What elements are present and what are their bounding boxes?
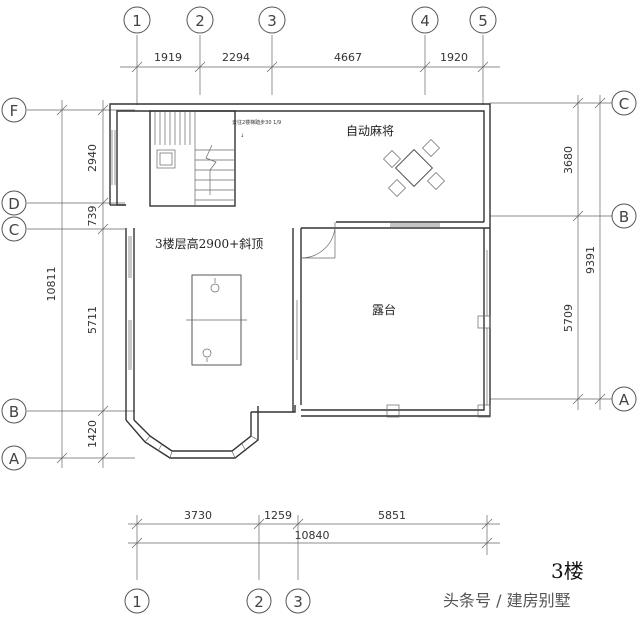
room-label-main: 3楼层高2900+斜顶 [155, 236, 263, 251]
dim-right-1: 3680 [562, 146, 575, 174]
axis-top-3: 3 [267, 12, 277, 30]
dim-bottom-2: 1259 [264, 509, 292, 522]
top-axis-grid: 1 2 3 4 5 [123, 6, 497, 105]
dim-top-3: 4667 [334, 51, 362, 64]
axis-left-C: C [9, 221, 19, 239]
ping-pong-table [186, 274, 247, 366]
staircase: 去往2楼梯踏步30 1/9 ↓ [149, 110, 281, 207]
axis-left-F: F [10, 102, 19, 120]
axis-top-2: 2 [195, 12, 205, 30]
dim-bottom-1: 3730 [184, 509, 212, 522]
dim-bottom-total: 10840 [295, 529, 330, 542]
left-axis-grid: F D C B A 10811 2940 739 5711 1420 [1, 97, 135, 471]
dim-top-1: 1919 [154, 51, 182, 64]
axis-left-B: B [9, 403, 19, 421]
stair-note: 去往2楼梯踏步30 1/9 [232, 119, 281, 126]
mahjong-table [383, 139, 445, 197]
dim-right-total: 9391 [584, 246, 597, 274]
dim-left-2: 739 [86, 206, 99, 227]
axis-right-C: C [619, 95, 629, 113]
axis-left-A: A [9, 450, 20, 468]
dim-right-2: 5709 [562, 304, 575, 332]
dim-left-4: 1420 [86, 420, 99, 448]
axis-bottom-2: 2 [254, 593, 264, 611]
axis-top-1: 1 [132, 12, 142, 30]
watermark: 头条号 / 建房别墅 [443, 591, 571, 610]
axis-right-A: A [619, 391, 630, 409]
dim-top-2: 2294 [222, 51, 250, 64]
dim-bottom-3: 5851 [378, 509, 406, 522]
stair-note-dn: ↓ [240, 133, 244, 139]
bottom-dimensions: 3730 1259 5851 10840 1 2 3 [124, 509, 500, 614]
axis-bottom-3: 3 [293, 593, 303, 611]
dim-left-3: 5711 [86, 306, 99, 334]
top-dimensions: 1919 2294 4667 1920 [120, 51, 500, 73]
axis-top-4: 4 [420, 12, 430, 30]
room-label-mahjong: 自动麻将 [346, 123, 394, 138]
room-label-terrace: 露台 [372, 302, 396, 317]
axis-left-D: D [8, 195, 20, 213]
dim-top-4: 1920 [440, 51, 468, 64]
dim-left-1: 2940 [86, 144, 99, 172]
right-axis-grid: C B A 3680 5709 9391 [490, 90, 637, 412]
axis-top-5: 5 [478, 12, 488, 30]
axis-bottom-1: 1 [132, 593, 142, 611]
building-walls [109, 103, 491, 459]
dim-left-total: 10811 [45, 267, 58, 302]
axis-right-B: B [619, 208, 629, 226]
floor-label: 3楼 [551, 559, 584, 583]
